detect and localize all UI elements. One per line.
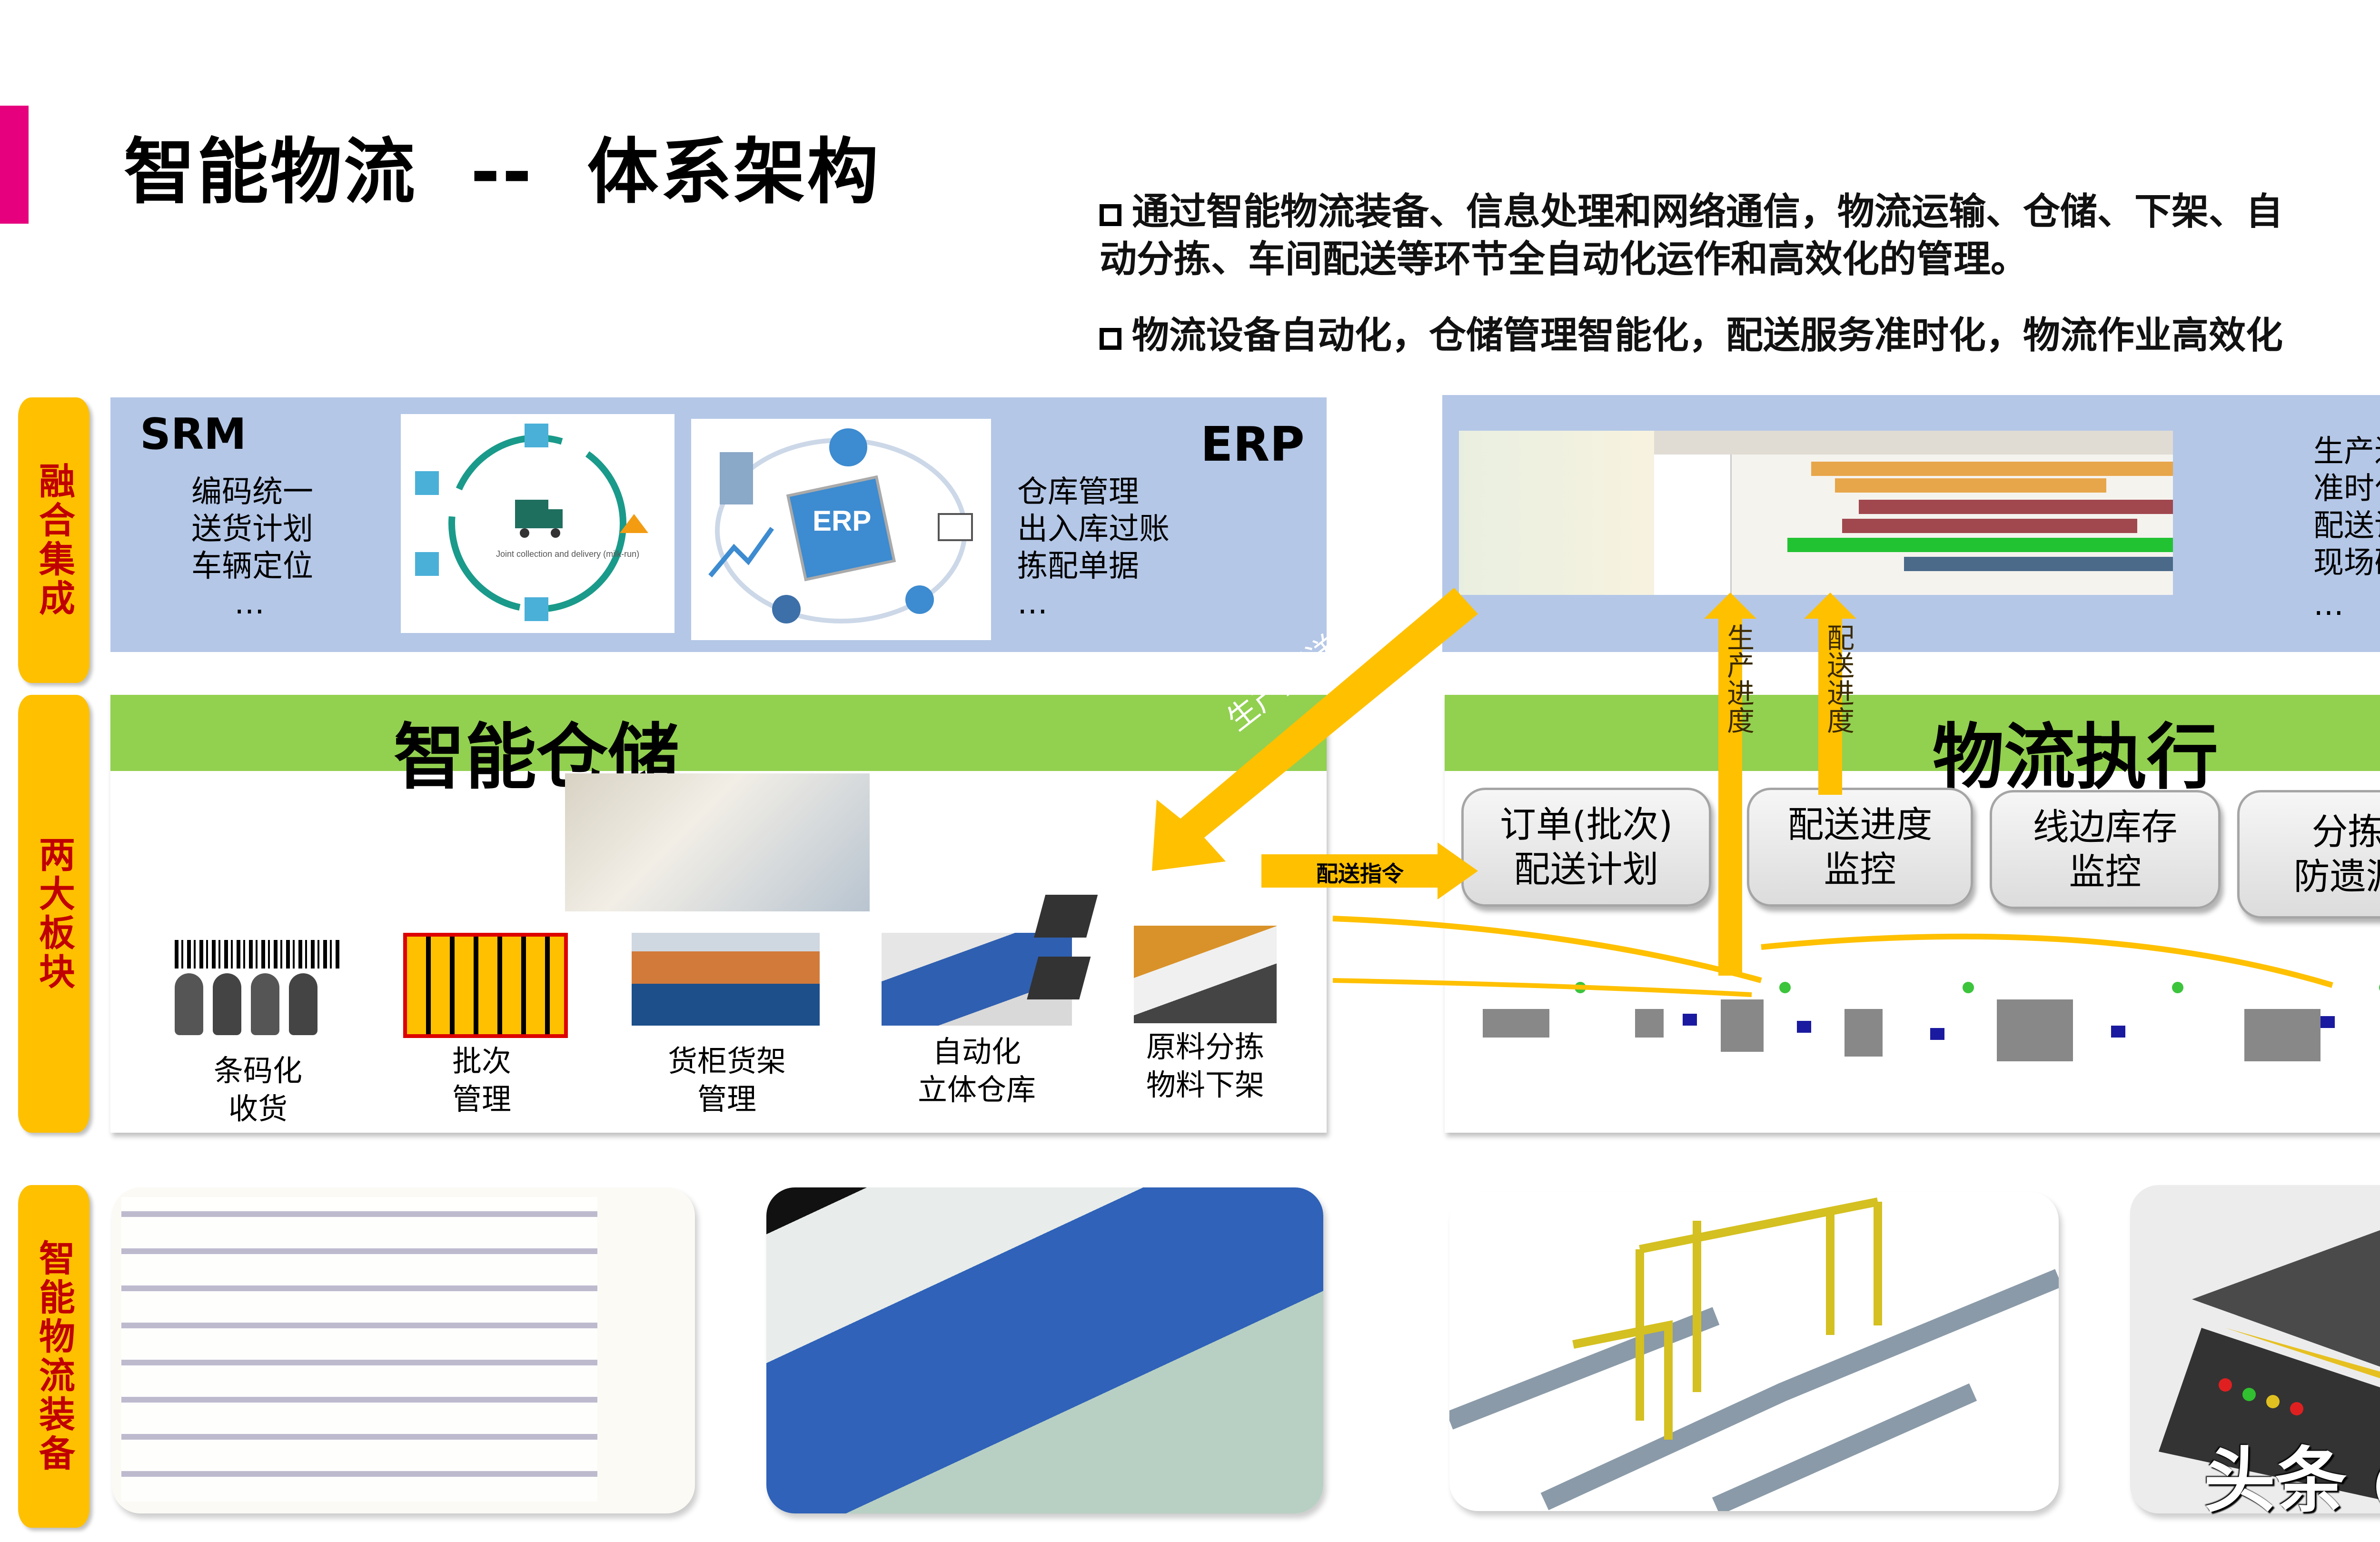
warehouse-item-sorting: 原料分拣物料下架	[1146, 1029, 1264, 1102]
process-line-diagram	[1483, 982, 2380, 1061]
conveyor-line-image	[1449, 1192, 2059, 1511]
dispatch-progress-label: 配送进度	[1822, 623, 1854, 734]
up-arrow-production-progress	[1704, 593, 1756, 976]
title-accent-bar	[0, 106, 29, 224]
automated-warehouse-image	[766, 1187, 1323, 1513]
tree-panel	[1654, 431, 1732, 595]
checkbox-bullet-icon	[1100, 204, 1121, 226]
description-bullet-2: 物流设备自动化，仓储管理智能化，配送服务准时化，物流作业高效化	[1100, 312, 2283, 359]
exec-box-lineside-stock: 线边库存监控	[1990, 790, 2221, 909]
shelving-layout-image	[112, 1187, 695, 1513]
dispatch-command-arrow	[1261, 842, 1478, 900]
svg-text:Joint collection and delivery: Joint collection and delivery (milk-run)	[496, 549, 639, 559]
gantt-bar	[1835, 478, 2106, 493]
sorting-rack-icon	[1134, 926, 1277, 1023]
erp-title: ERP	[1200, 416, 1305, 472]
watermark: 头条 @大音智能	[2204, 1440, 2380, 1522]
side-label-equipment: 智能物流装备	[18, 1185, 89, 1528]
dispatch-command-label: 配送指令	[1316, 861, 1404, 887]
side-label-integration: 融合集成	[18, 397, 89, 683]
mes-list: 生产进度准时化配送配送调整现场确认…	[2313, 434, 2380, 623]
warehouse-item-shelf: 货柜货架管理	[667, 1044, 786, 1117]
gantt-bar	[1811, 462, 2173, 476]
exec-box-progress-monitor: 配送进度监控	[1747, 788, 1973, 907]
warehouse-header	[110, 695, 1327, 771]
warehouse-panel: 智能仓储 条码化收货 批次管理 货柜货架管理 自动化立体仓库 原料分拣物料下架	[110, 695, 1327, 1133]
milk-run-diagram: Joint collection and delivery (milk-run)	[401, 414, 674, 633]
svg-text:ERP: ERP	[813, 505, 871, 537]
warehouse-item-batch: 批次管理	[452, 1044, 511, 1117]
erp-diagram: ERP	[691, 419, 991, 640]
execution-title: 物流执行	[1933, 716, 2219, 799]
mes-panel: 生产进度准时化配送配送调整现场确认… MES	[1442, 395, 2380, 652]
gantt-bar	[1904, 557, 2173, 571]
agv-robot-image	[2130, 1185, 2380, 1513]
srm-erp-panel: SRM 编码统一送货计划车辆定位… Joint collection and d…	[110, 397, 1327, 652]
warehouse-item-3d: 自动化立体仓库	[917, 1034, 1036, 1107]
page-title: 智能物流 -- 体系架构	[124, 131, 881, 214]
description-bullet-1: 通过智能物流装备、信息处理和网络通信，物流运输、仓储、下架、自 动分拣、车间配送…	[1100, 190, 2283, 281]
shelf-icon	[632, 933, 820, 1026]
gantt-bar	[1842, 519, 2137, 533]
checkbox-bullet-icon	[1100, 328, 1121, 350]
mes-screenshot	[1459, 431, 2173, 595]
barcode-scanner-icon	[175, 940, 341, 1042]
up-arrow-dispatch-progress	[1804, 593, 1856, 795]
erp-list: 仓库管理出入库过账拣配单据…	[1017, 474, 1170, 621]
gantt-bar	[1859, 500, 2173, 514]
warehouse-photo	[565, 773, 870, 911]
toolbar	[1654, 431, 2173, 455]
execution-header	[1445, 695, 2380, 771]
lab-photo	[1459, 431, 1654, 595]
production-progress-label: 生产进度	[1722, 623, 1755, 734]
warehouse-item-barcode: 条码化收货	[213, 1053, 302, 1126]
exec-box-sorting: 分拣防遗漏	[2237, 790, 2380, 919]
exec-box-order-plan: 订单(批次)配送计划	[1461, 788, 1711, 907]
srm-title: SRM	[140, 409, 247, 459]
srm-list: 编码统一送货计划车辆定位…	[191, 474, 313, 621]
side-label-two-blocks: 两大板块	[18, 695, 89, 1133]
gantt-bar	[1787, 538, 2173, 552]
batch-grid-icon	[403, 933, 568, 1038]
diagonal-arrow-production-dispatch	[1152, 588, 1478, 871]
